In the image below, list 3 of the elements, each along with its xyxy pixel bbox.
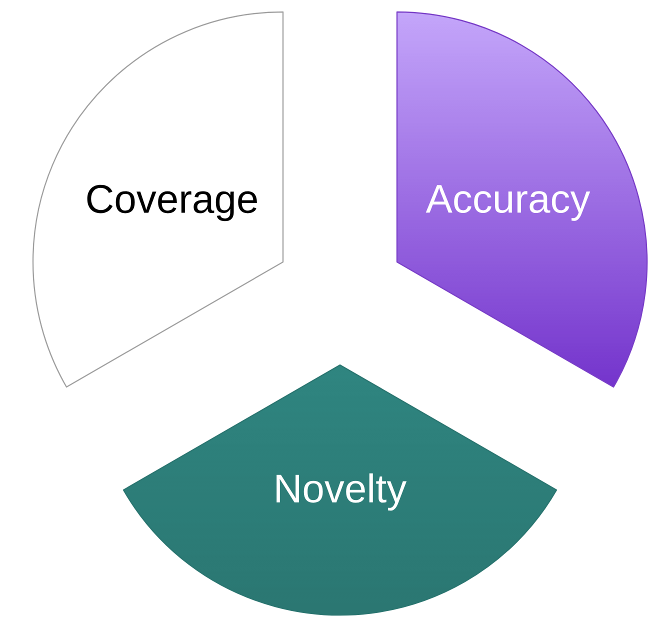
pie-sector: Novelty: [122, 364, 558, 616]
pie-sector: Coverage: [32, 11, 284, 388]
pie-sector: Accuracy: [396, 11, 648, 388]
